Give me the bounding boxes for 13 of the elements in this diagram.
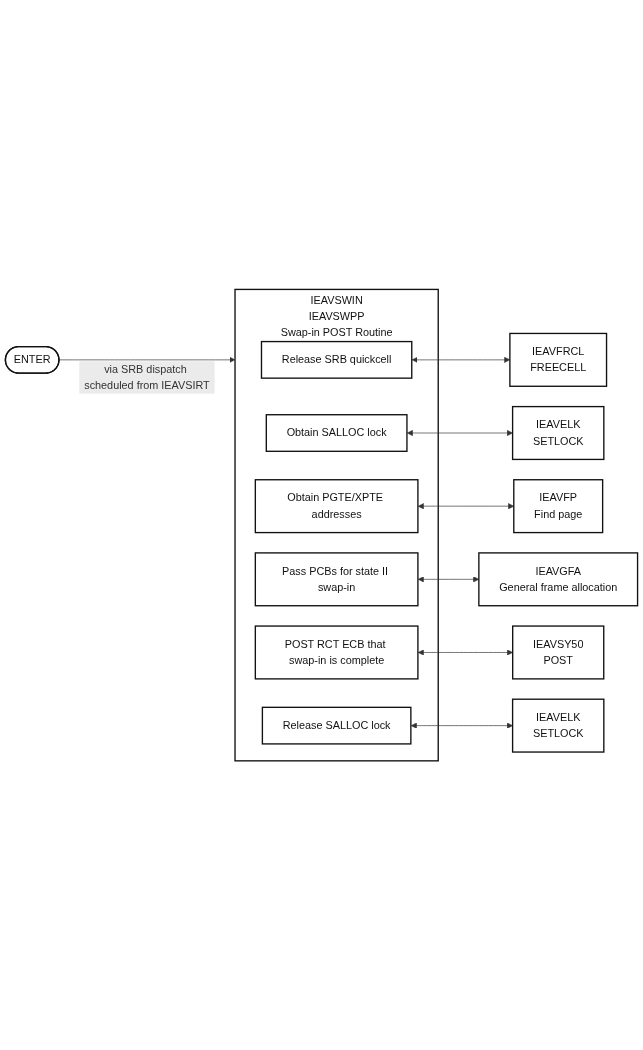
node-box: Release SRB quickcell bbox=[260, 340, 413, 379]
node-box: IEAVFP Find page bbox=[513, 478, 604, 534]
node-box: IEAVGFA General frame allocation bbox=[478, 552, 639, 607]
node-box: POST RCT ECB that swap-in is complete bbox=[254, 625, 419, 680]
node-box: Obtain PGTE/XPTE addresses bbox=[254, 478, 419, 534]
node-box: Pass PCBs for state II swap-in bbox=[254, 552, 419, 607]
node-box: IEAVFRCL FREECELL bbox=[509, 332, 608, 387]
edge-label: via SRB dispatch scheduled from IEAVSIRT bbox=[84, 363, 210, 391]
node-box: Release SALLOC lock bbox=[261, 706, 412, 745]
node-box: IEAVELK SETLOCK bbox=[511, 698, 605, 753]
node-box: IEAVELK SETLOCK bbox=[511, 405, 605, 460]
node-box: IEAVSY50 POST bbox=[512, 625, 605, 680]
node-box: Obtain SALLOC lock bbox=[265, 413, 408, 452]
